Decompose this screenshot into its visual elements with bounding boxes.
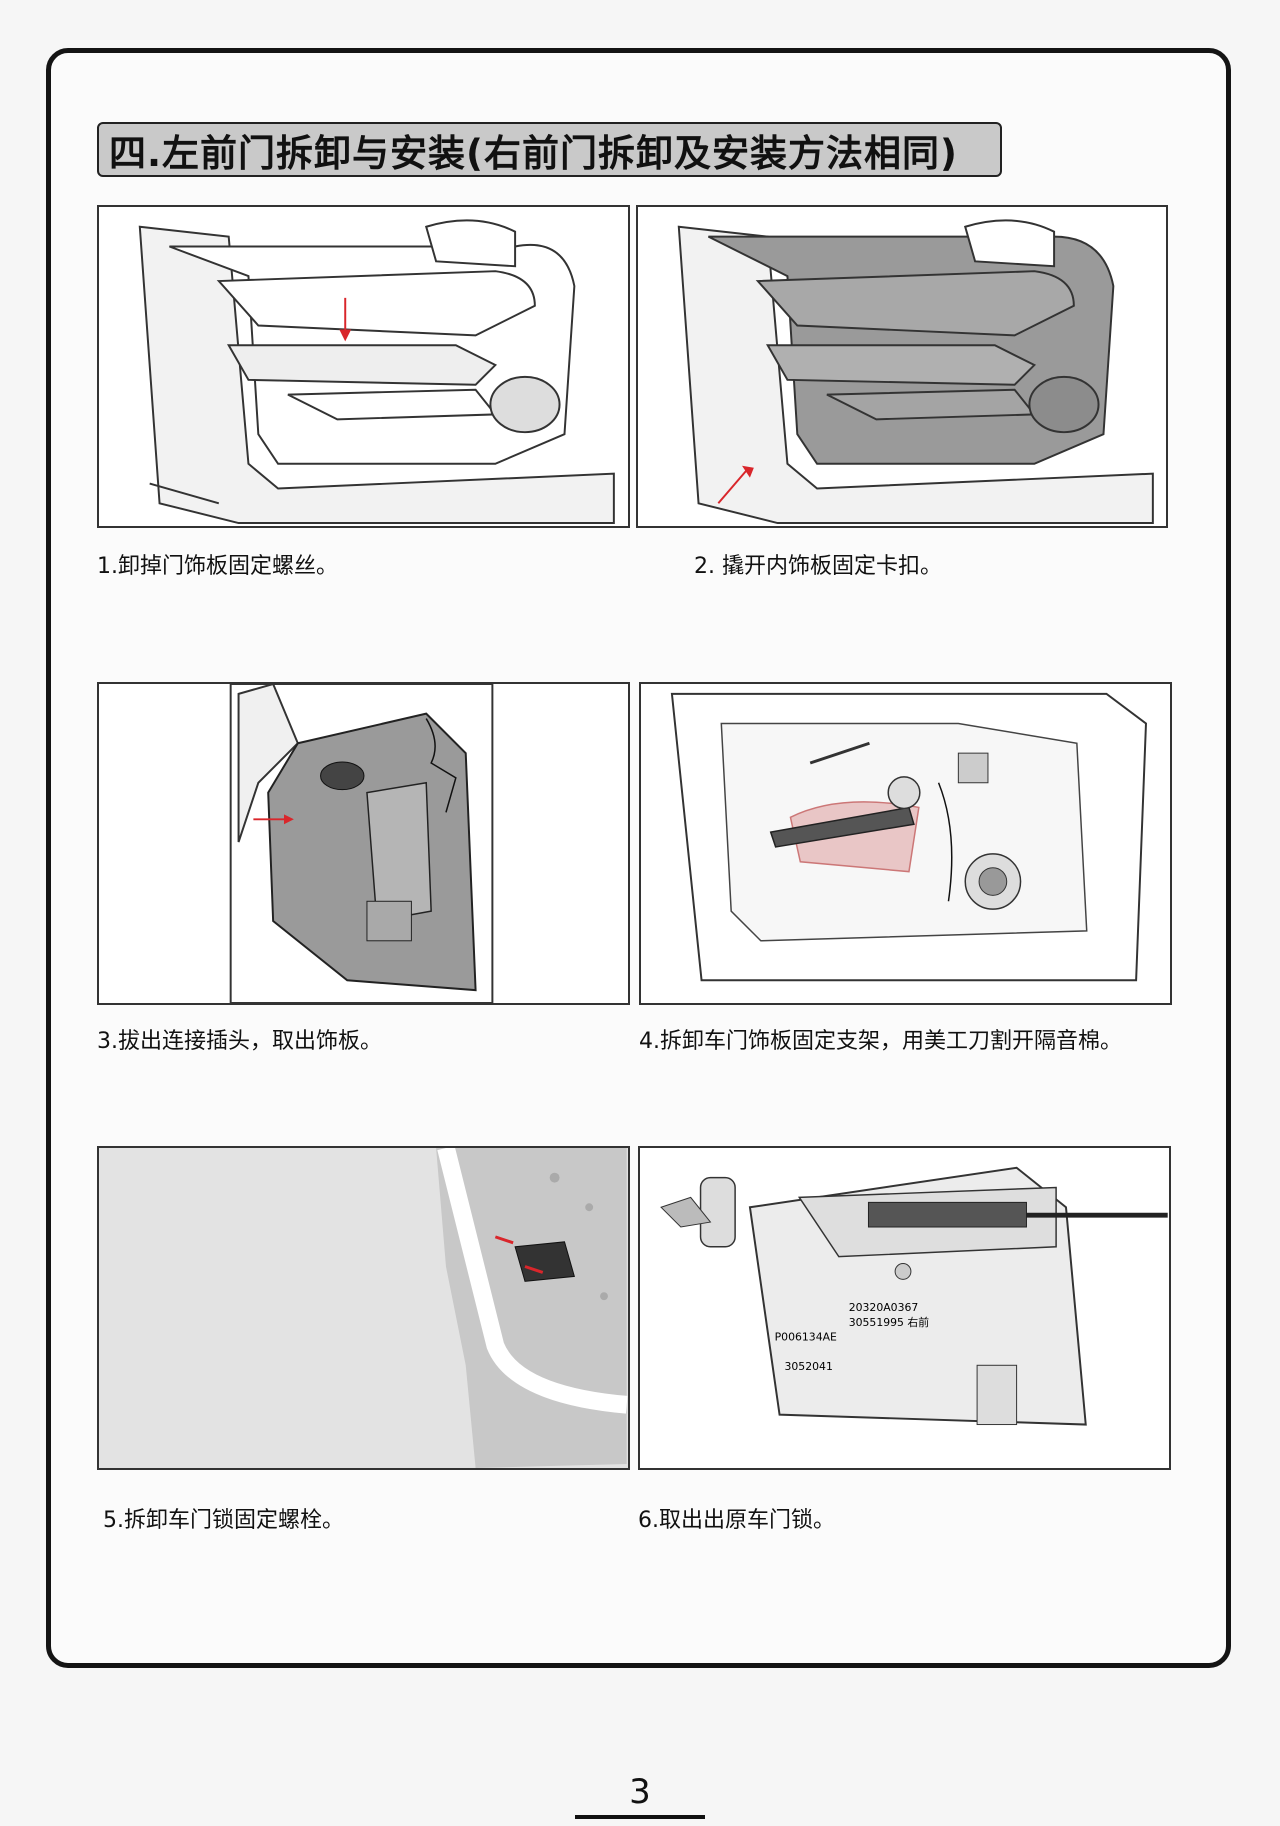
door-panel-drawing-2	[677, 219, 1154, 525]
step-5-illustration	[97, 1146, 630, 1470]
door-lock-drawing: P006134AE 30551995 右前 20320A0367 3052041	[660, 1166, 1168, 1426]
step-3-illustration	[97, 682, 630, 1005]
lock-label-3: 20320A0367	[849, 1301, 919, 1314]
step-4-illustration	[639, 682, 1172, 1005]
step-6-illustration: P006134AE 30551995 右前 20320A0367 3052041	[638, 1146, 1171, 1470]
step-6-caption: 6.取出出原车门锁。	[638, 1508, 835, 1533]
step-4-caption: 4.拆卸车门饰板固定支架，用美工刀割开隔音棉。	[639, 1029, 1122, 1054]
section-title-box: 四.左前门拆卸与安装(右前门拆卸及安装方法相同)	[97, 122, 1002, 177]
door-panel-drawing-1	[138, 219, 615, 525]
step-3-caption: 3.拔出连接插头，取出饰板。	[97, 1029, 382, 1054]
lock-label-2: 30551995 右前	[849, 1315, 930, 1329]
lock-label-1: P006134AE	[775, 1331, 837, 1344]
page-number: 3	[629, 1772, 651, 1812]
step-5-caption: 5.拆卸车门锁固定螺栓。	[103, 1508, 344, 1533]
door-inner-structure-drawing	[670, 692, 1147, 982]
step-1-caption: 1.卸掉门饰板固定螺丝。	[97, 554, 338, 579]
lock-label-4: 3052041	[785, 1360, 833, 1373]
step-1-illustration	[97, 205, 630, 528]
step-2-caption: 2. 撬开内饰板固定卡扣。	[694, 554, 942, 579]
page-number-underline	[575, 1815, 705, 1819]
step-2-illustration	[636, 205, 1168, 528]
door-latch-photo-render	[100, 1148, 628, 1468]
section-title: 四.左前门拆卸与安装(右前门拆卸及安装方法相同)	[109, 131, 958, 175]
trim-removal-drawing	[229, 684, 494, 1003]
